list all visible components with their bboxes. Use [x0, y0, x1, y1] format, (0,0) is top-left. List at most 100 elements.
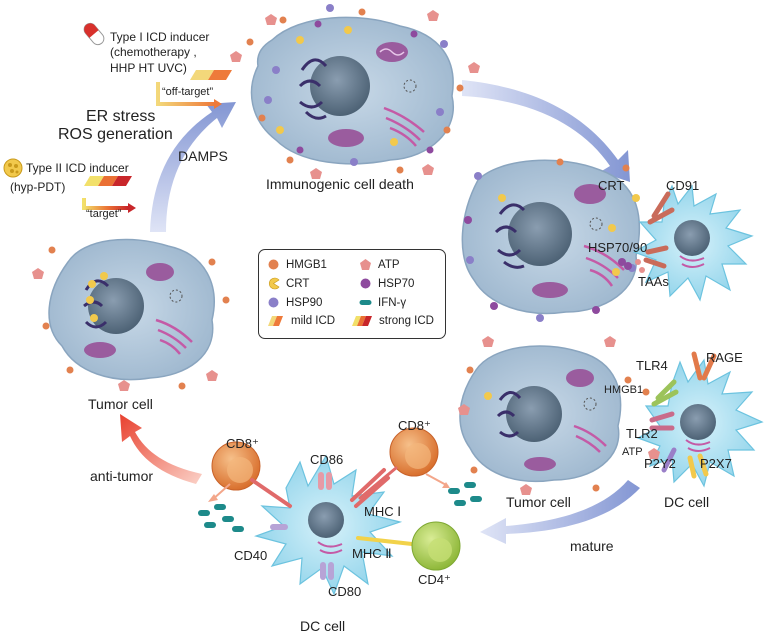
legend-box: HMGB1 ATP CRT HSP70 HSP90 IFN-γ mild ICD…	[258, 249, 446, 339]
p2x7-label: P2X7	[700, 456, 732, 471]
mhc2-label: MHC Ⅱ	[352, 546, 392, 561]
target-arrowhead	[128, 203, 136, 213]
type1-inducer-line2: (chemotherapy ,	[110, 45, 197, 59]
cd4-tcell	[411, 521, 461, 571]
mhc2-molecule	[356, 536, 414, 546]
legend-crt: CRT	[267, 277, 309, 290]
off-target-arrowhead	[214, 99, 222, 109]
right-top-damps	[464, 158, 640, 322]
ifn-gamma-right	[425, 473, 482, 506]
right-dc-cell-label: DC cell	[664, 494, 710, 510]
legend-atp-label: ATP	[378, 258, 400, 271]
mild-icd-icon	[268, 316, 283, 326]
right-bottom-tumor-cell	[459, 345, 622, 483]
type2-inducer-title: Type II ICD inducer	[26, 161, 129, 175]
legend-hmgb1-label: HMGB1	[286, 258, 327, 271]
atp-pentagon-icon	[360, 259, 371, 270]
type1-inducer-title: Type I ICD inducer	[110, 30, 210, 44]
hsp70-dot-icon	[360, 278, 371, 289]
er-stress-label: ER stress	[86, 108, 156, 125]
tlr2-label: TLR2	[626, 426, 658, 441]
hmgb1-dot-icon	[268, 259, 279, 270]
hsp-receptor	[624, 245, 669, 273]
tlr2-receptor	[649, 411, 675, 431]
legend-strong-label: strong ICD	[379, 315, 434, 327]
legend-hsp90: HSP90	[267, 296, 322, 309]
legend-hmgb1: HMGB1	[267, 258, 327, 271]
left-tumor-cell	[48, 238, 215, 381]
cd91-label: CD91	[666, 178, 700, 193]
legend-ifn-label: IFN-γ	[378, 296, 407, 309]
arrow-icd-to-dc	[462, 80, 630, 182]
tlr4-receptor	[651, 379, 679, 407]
legend-strong: strong ICD	[351, 315, 434, 327]
bottom-dc-cell-label: DC cell	[300, 618, 346, 634]
right-bottom-damps	[458, 336, 632, 495]
damps-label: DAMPS	[178, 148, 228, 164]
cd8-tcell-left	[211, 441, 292, 508]
ifn-capsule-icon	[359, 300, 372, 305]
hsp90-dot-icon	[268, 297, 279, 308]
mild-icd-bar-top	[190, 70, 232, 80]
target-label: “target”	[86, 208, 122, 220]
legend-hsp70-label: HSP70	[378, 277, 415, 290]
cd8-right-link	[358, 466, 398, 500]
legend-atp: ATP	[359, 258, 400, 271]
legend-mild: mild ICD	[267, 315, 335, 327]
hmgb1-label: HMGB1	[604, 384, 644, 396]
legend-mild-label: mild ICD	[291, 315, 336, 327]
nanoparticle-icon	[3, 158, 23, 178]
legend-hsp90-label: HSP90	[286, 296, 323, 309]
cd40-molecule	[270, 524, 288, 530]
right-top-tumor-cell	[461, 159, 641, 315]
cd86-label: CD86	[310, 452, 344, 467]
crt-label: CRT	[598, 178, 625, 193]
cd86-molecule	[318, 472, 332, 490]
legend-crt-label: CRT	[286, 277, 310, 290]
mhc1-molecule	[350, 468, 390, 508]
rage-label: RAGE	[706, 350, 743, 365]
cd8-left-label: CD8⁺	[226, 436, 259, 451]
cd40-label: CD40	[234, 548, 268, 563]
hsp7090-label: HSP70/90	[588, 240, 648, 255]
off-target-label: “off-target”	[162, 86, 214, 98]
cd8-tcell-right	[389, 427, 439, 477]
crt-pacman-icon	[268, 277, 280, 290]
cd80-label: CD80	[328, 584, 362, 599]
damps-top	[230, 4, 480, 179]
taas-label: TAAs	[638, 274, 669, 289]
left-tumor-cell-label: Tumor cell	[88, 396, 153, 412]
off-target-arrow	[156, 82, 214, 106]
icd-tumor-cell	[250, 16, 455, 165]
type2-inducer-line2: (hyp-PDT)	[10, 180, 66, 194]
type1-inducer-line3: HHP HT UVC)	[110, 61, 187, 75]
ifn-gamma-left	[198, 483, 244, 532]
legend-hsp70: HSP70	[359, 277, 414, 290]
tlr4-label: TLR4	[636, 358, 668, 373]
ros-generation-label: ROS generation	[58, 126, 173, 143]
p2y2-receptor	[661, 447, 677, 473]
cd8-right-label: CD8⁺	[398, 418, 431, 433]
p2y2-label: P2Y2	[644, 456, 676, 471]
arrow-mature	[480, 480, 640, 544]
arrow-anti-tumor	[120, 414, 202, 484]
mature-label: mature	[570, 538, 614, 554]
arrow-to-icd	[150, 102, 236, 232]
cd80-molecule	[320, 562, 334, 580]
anti-tumor-label: anti-tumor	[90, 468, 154, 484]
right-tumor-cell-label: Tumor cell	[506, 494, 571, 510]
mhc1-label: MHC Ⅰ	[364, 504, 402, 519]
strong-icd-icon	[352, 316, 372, 326]
atp-label: ATP	[622, 446, 643, 458]
capsule-icon	[83, 22, 105, 46]
cd91-receptor	[647, 191, 675, 225]
dc-cell-bottom	[253, 454, 403, 596]
rage-receptor	[691, 351, 717, 381]
target-arrow	[82, 198, 128, 210]
damps-left	[32, 246, 230, 391]
cd4-label: CD4⁺	[418, 572, 451, 587]
p2x7-receptor	[642, 388, 709, 479]
icd-label: Immunogenic cell death	[266, 176, 414, 192]
strong-icd-bar-left	[84, 176, 132, 186]
